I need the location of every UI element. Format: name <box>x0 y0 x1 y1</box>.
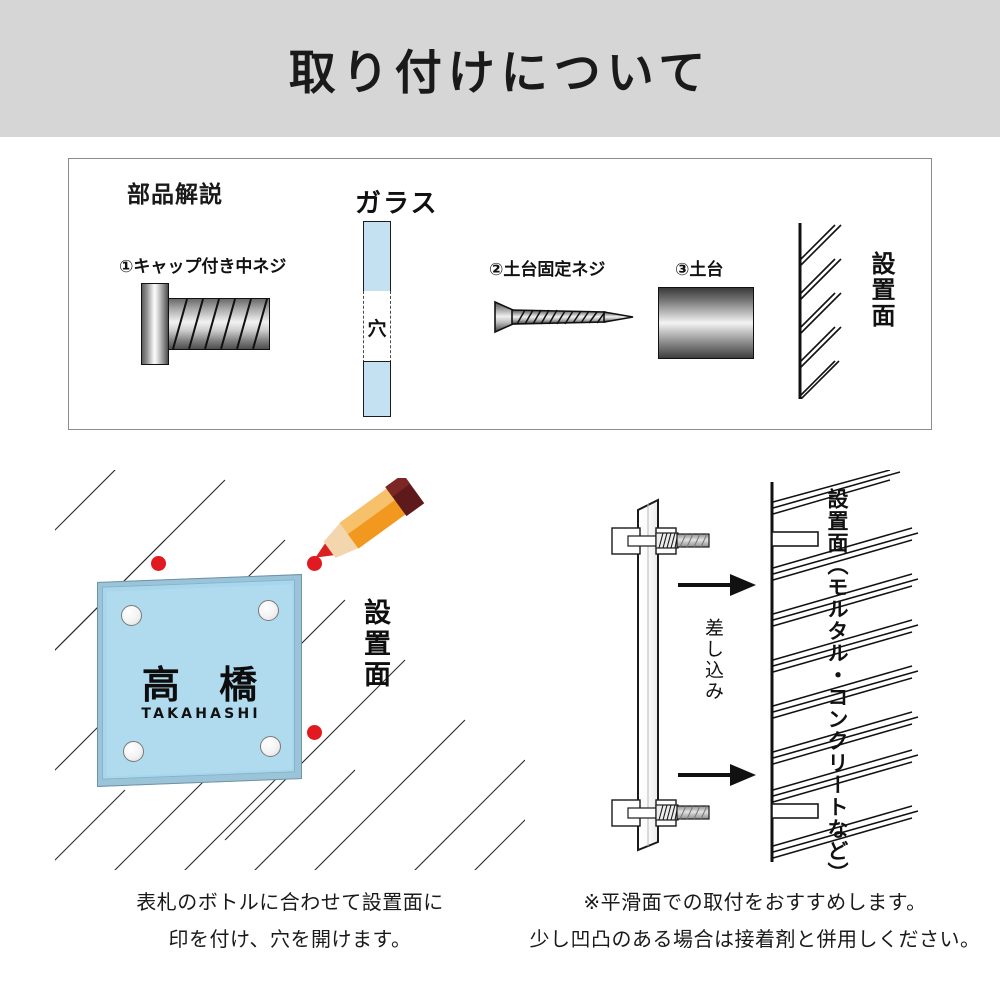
nameplate-screw-cap-bottom-right <box>260 736 281 757</box>
glass-hole: 穴 <box>363 291 391 363</box>
nameplate-screw-cap-bottom-left <box>123 741 144 762</box>
base-fixing-screw-illustration <box>493 294 639 340</box>
cap-screw-shaft <box>168 298 270 350</box>
nameplate-kanji-name: 高 橋 <box>141 663 271 707</box>
insertion-diagram <box>611 470 919 862</box>
page-title: 取り付けについて <box>288 46 712 101</box>
right-caption-line-2: 少し凹凸のある場合は接着剤と併用しください。 <box>529 927 981 951</box>
wall-material-label: 設置面（モルタル・コンクリートなど） <box>825 488 849 870</box>
page-header: 取り付けについて <box>0 0 1000 137</box>
cap-screw-head <box>141 283 169 365</box>
marking-dot-top-left <box>151 556 166 571</box>
nameplate-romaji-name: TAKAHASHI <box>141 706 261 722</box>
left-caption: 表札のボトルに合わせて設置面に 印を付け、穴を開けます。 <box>55 884 525 958</box>
base-fixing-screw-label: ②土台固定ネジ <box>489 260 606 280</box>
wall-illustration <box>797 223 859 399</box>
marking-dot-top-right <box>307 556 322 571</box>
parts-box-title: 部品解説 <box>127 182 223 208</box>
glass-column-illustration: 穴 <box>363 221 391 417</box>
base-illustration <box>658 287 754 359</box>
insertion-step-panel: 差し込み 設置面（モルタル・コンクリートなど） <box>560 470 985 870</box>
cap-screw-label: ①キャップ付き中ネジ <box>119 257 287 277</box>
pencil-illustration <box>293 478 443 588</box>
nameplate-screw-cap-top-right <box>258 600 279 621</box>
marking-dot-bottom-right <box>307 725 322 740</box>
insert-label: 差し込み <box>702 618 724 702</box>
glass-label: ガラス <box>355 189 439 219</box>
right-caption: ※平滑面での取付をおすすめします。 少し凹凸のある場合は接着剤と併用しください。 <box>520 884 990 958</box>
base-label: ③土台 <box>675 260 724 280</box>
left-caption-line-2: 印を付け、穴を開けます。 <box>168 927 412 951</box>
cap-screw-threads <box>172 299 268 349</box>
nameplate-screw-cap-top-left <box>121 605 142 626</box>
marking-step-panel: 高 橋 TAKAHASHI 設置面 <box>55 470 525 870</box>
installation-surface-label: 設置面 <box>359 598 390 691</box>
parts-wall-label: 設置面 <box>867 251 895 329</box>
left-caption-line-1: 表札のボトルに合わせて設置面に <box>136 890 444 914</box>
glass-segment-top <box>363 221 391 293</box>
parts-explanation-box: 部品解説 ①キャップ付き中ネジ ガラス 穴 ②土台固定ネジ <box>68 158 932 430</box>
cap-screw-illustration <box>141 283 273 367</box>
glass-segment-bottom <box>363 361 391 417</box>
right-caption-line-1: ※平滑面での取付をおすすめします。 <box>583 890 927 914</box>
